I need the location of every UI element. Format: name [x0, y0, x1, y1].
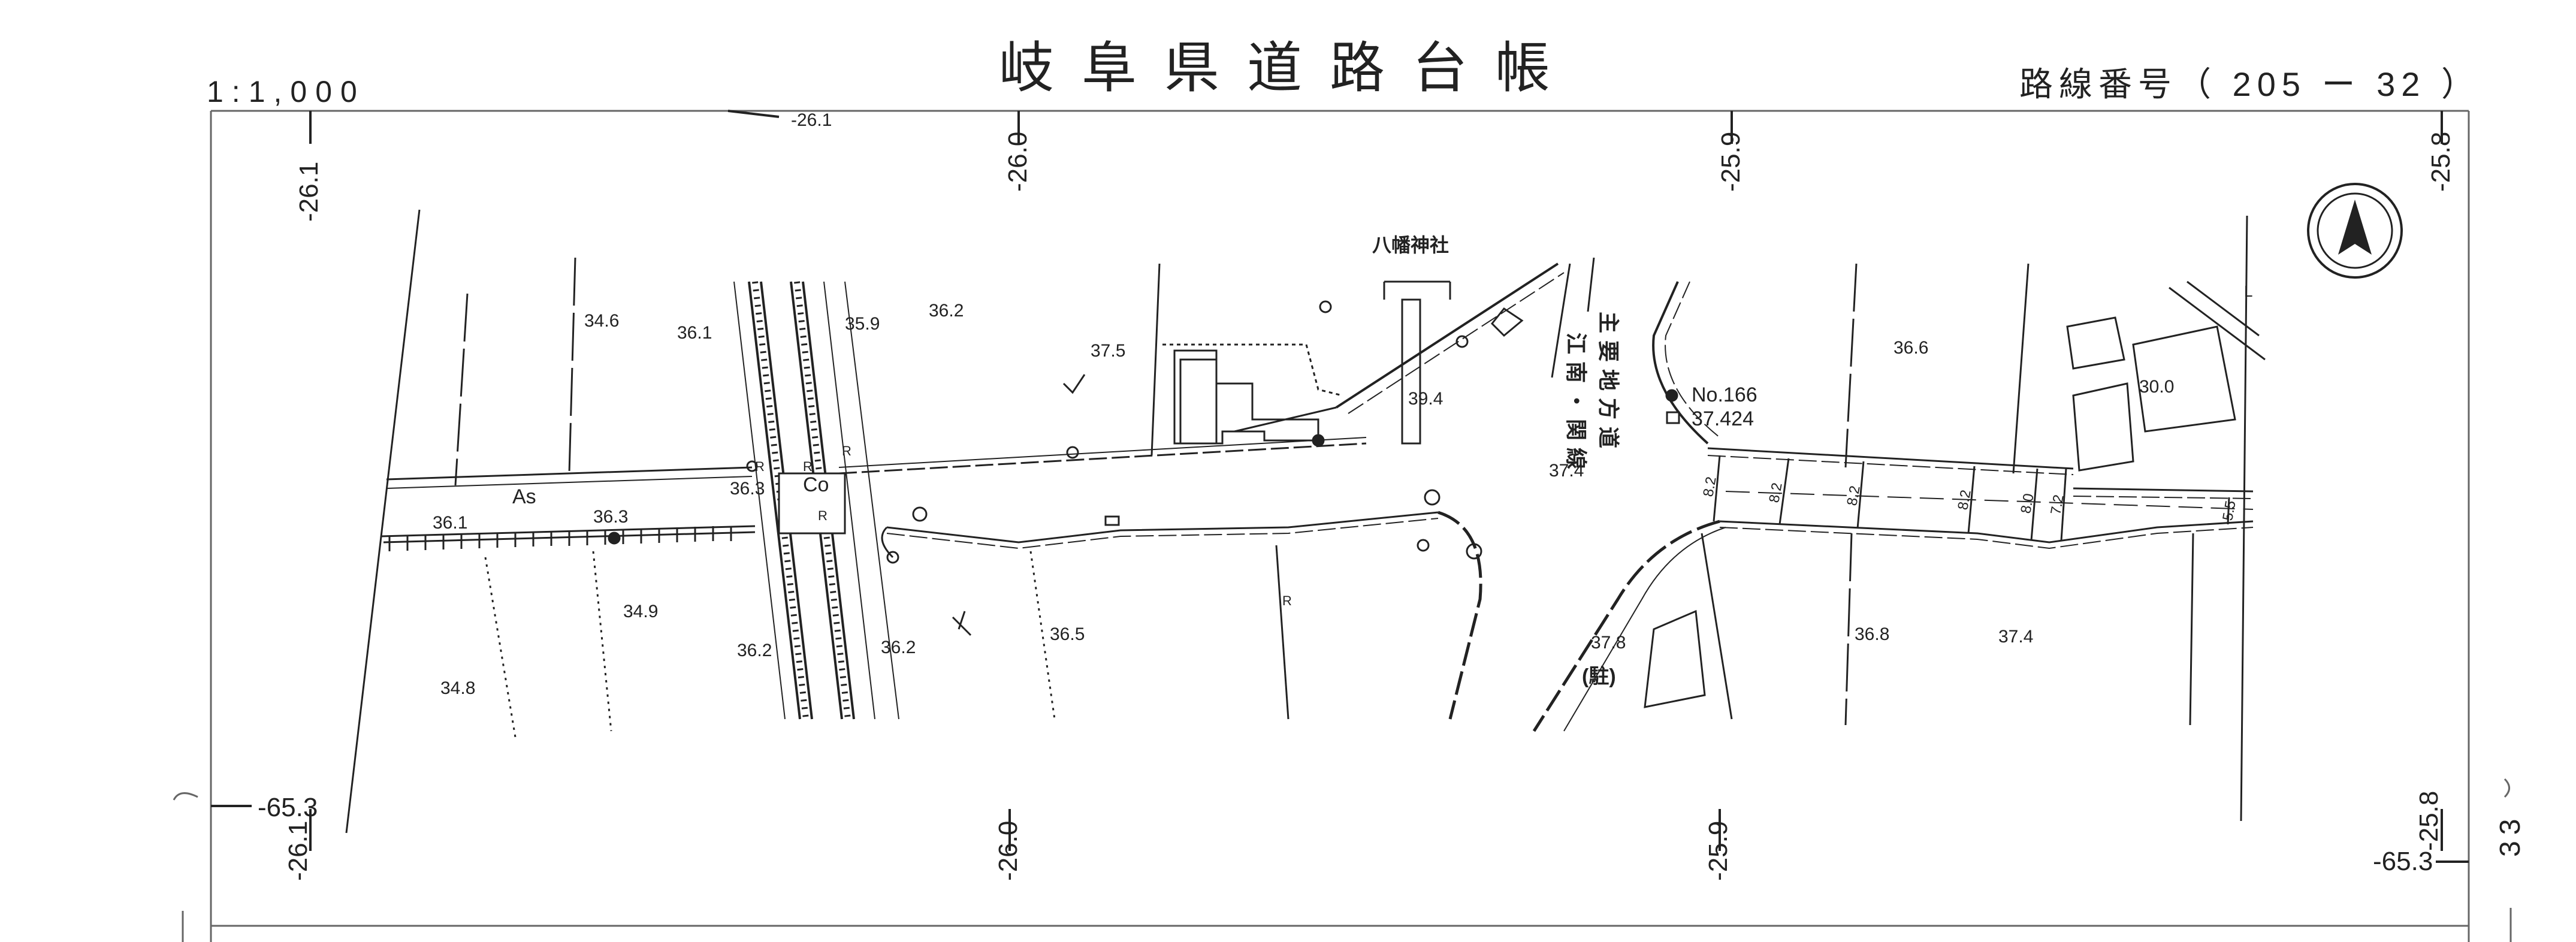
boundary-mark-r: L: [2244, 282, 2252, 300]
grid-label-right: -65.3: [2373, 847, 2433, 876]
road-name-line-2: 江南・関線: [1564, 333, 1589, 476]
spot-height: 39.4: [1408, 389, 1443, 409]
parking-label: (駐): [1582, 665, 1616, 688]
side-road-south: [881, 511, 1726, 732]
spot-height: 36.8: [1855, 624, 1889, 644]
grid-label-top-1: -26.1: [294, 162, 324, 222]
grid-label-bottom-3: -25.9: [1704, 821, 1733, 881]
spot-height: 37.4: [1549, 461, 1584, 481]
spot-height: 30.0: [2139, 377, 2174, 397]
map-frame: [173, 110, 2512, 942]
spot-height: 34.9: [623, 602, 658, 621]
north-arrow-icon: [2307, 183, 2403, 279]
grid-label-bottom-4: -25.8: [2414, 791, 2444, 851]
spot-height: 36.3: [730, 479, 765, 499]
spot-height: 36.1: [677, 323, 712, 343]
pavement-co: Co: [803, 473, 829, 496]
spot-height: 36.2: [929, 301, 964, 321]
spot-height: 36.2: [737, 641, 772, 660]
grid-label-bottom-2: -26.0: [993, 821, 1023, 881]
scale-label: 1:1,000: [207, 75, 366, 108]
spot-height: 34.6: [584, 311, 619, 331]
rail-mark-3: R: [842, 443, 851, 458]
marker-elevation: 37.424: [1692, 407, 1754, 430]
map-symbols: L: [608, 282, 2252, 636]
spot-height: 36.2: [881, 638, 916, 657]
road-width: 7.2: [2047, 493, 2067, 516]
marker-number: No.166: [1692, 384, 1757, 406]
grid-label-top-3: -25.9: [1716, 132, 1745, 192]
spot-height: 34.8: [440, 678, 475, 698]
road-width: 5.5: [2219, 499, 2239, 522]
pavement-as: As: [512, 485, 536, 508]
grid-label-bottom-1: -26.1: [283, 821, 313, 881]
grid-label-top-4: -25.8: [2426, 132, 2456, 192]
grid-label-top-2: -26.0: [1003, 132, 1032, 192]
level-crossing: [778, 472, 846, 535]
spot-height: 37.4: [1998, 627, 2033, 647]
route-number: 路線番号（ 205 ー 32 ）: [2019, 65, 2481, 103]
road-width: 8.2: [1844, 484, 1863, 507]
rail-mark-5: R: [1282, 593, 1292, 608]
grid-label-left: -65.3: [258, 793, 318, 822]
curb-hatching: [383, 526, 756, 551]
grid-label-top-edge: -26.1: [791, 110, 832, 130]
spot-height: 36.1: [433, 513, 467, 533]
road-width: 8.0: [2018, 492, 2037, 515]
road-width: 8.2: [1955, 488, 1974, 511]
road-name-line-1: 主要地方道: [1596, 312, 1621, 455]
grid-ticks: [211, 110, 2469, 863]
width-measure-lines: [1713, 455, 2230, 541]
rail-mark-2: R: [803, 459, 813, 474]
shrine-label: 八幡神社: [1372, 234, 1449, 256]
map-title: 岐阜県道路台帳: [999, 38, 1578, 99]
spot-height: 37.5: [1091, 341, 1125, 361]
spot-height: 36.3: [593, 507, 628, 527]
parcel-lines: [345, 209, 2248, 834]
road-width: 8.2: [1766, 481, 1785, 504]
spot-height: 35.9: [845, 314, 880, 334]
spot-height: 36.6: [1894, 338, 1928, 358]
spot-height: 36.5: [1050, 624, 1085, 644]
road-width: 8.2: [1700, 475, 1719, 498]
spot-height: 37.8: [1591, 633, 1626, 653]
rail-mark-4: R: [818, 508, 828, 523]
sheet-page-number: 33: [2495, 813, 2526, 857]
buildings: [1162, 280, 2266, 708]
side-road-north: [1234, 257, 1720, 445]
rail-mark-1: R: [755, 459, 765, 474]
